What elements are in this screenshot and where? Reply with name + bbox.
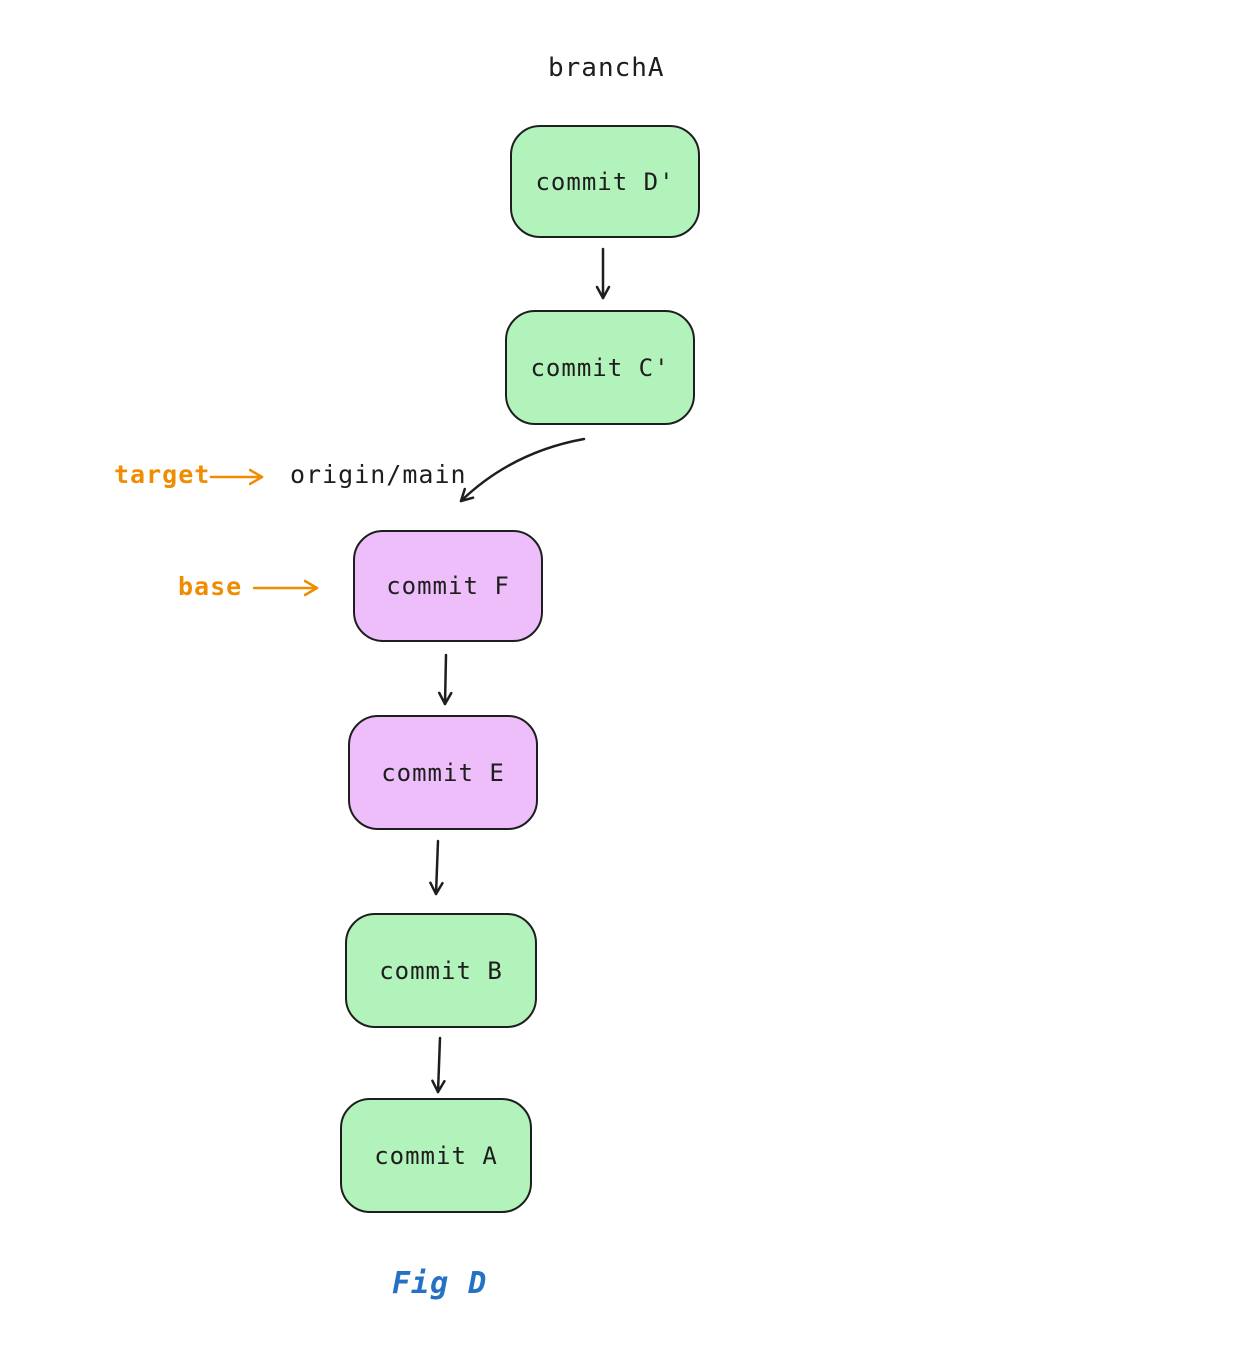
commit-node-label: commit B bbox=[379, 956, 503, 985]
commit-node-a: commit A bbox=[340, 1098, 532, 1213]
base-annotation-label: base bbox=[178, 572, 243, 601]
arrow-e-to-b bbox=[429, 839, 444, 896]
commit-node-label: commit D' bbox=[535, 167, 675, 196]
commit-node-f: commit F bbox=[353, 530, 543, 642]
arrow-cprime-to-f bbox=[459, 437, 586, 503]
figure-caption: Fig D bbox=[392, 1266, 488, 1301]
commit-node-e: commit E bbox=[348, 715, 538, 830]
commit-node-d-prime: commit D' bbox=[510, 125, 700, 238]
target-annotation-label: target bbox=[114, 460, 211, 489]
commit-node-c-prime: commit C' bbox=[505, 310, 695, 425]
commit-node-label: commit E bbox=[381, 758, 505, 787]
arrow-f-to-e bbox=[437, 653, 453, 706]
commit-node-label: commit C' bbox=[530, 353, 670, 382]
origin-main-ref-label: origin/main bbox=[290, 460, 467, 489]
arrow-b-to-a bbox=[431, 1036, 446, 1094]
commit-node-label: commit A bbox=[374, 1141, 498, 1170]
commit-node-label: commit F bbox=[386, 572, 510, 600]
commit-node-b: commit B bbox=[345, 913, 537, 1028]
branch-label: branchA bbox=[548, 53, 665, 83]
